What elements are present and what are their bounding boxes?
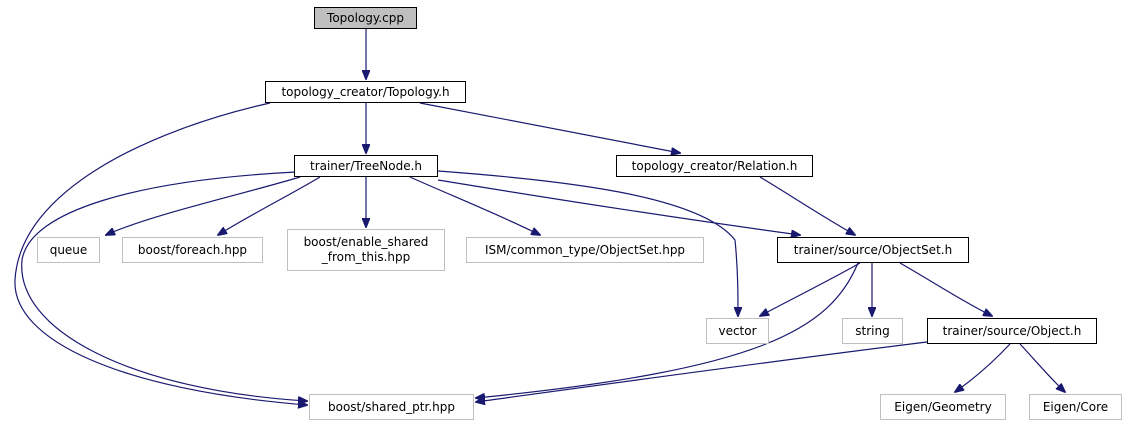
edge-object-h-to-eigen-core — [1019, 343, 1065, 392]
edge-objectset-h-to-object-h — [899, 262, 992, 316]
node-treenode-h[interactable]: trainer/TreeNode.h — [294, 155, 438, 177]
edge-objectset-h-to-vector — [760, 262, 861, 316]
node-object-h[interactable]: trainer/source/Object.h — [927, 318, 1097, 344]
edge-treenode-h-to-shared-ptr — [21, 171, 307, 401]
edge-treenode-h-to-vector — [437, 170, 738, 316]
node-eigen-geometry: Eigen/Geometry — [880, 394, 1006, 420]
edge-objectset-h-to-shared-ptr — [476, 262, 859, 398]
edge-treenode-h-to-foreach — [218, 176, 321, 235]
node-boost-shared-ptr: boost/shared_ptr.hpp — [309, 394, 474, 420]
node-eigen-core: Eigen/Core — [1029, 394, 1122, 420]
node-relation-h[interactable]: topology_creator/Relation.h — [616, 155, 813, 177]
node-string: string — [842, 318, 903, 344]
node-topology-h[interactable]: topology_creator/Topology.h — [265, 81, 466, 103]
edge-topology-h-to-relation-h — [419, 102, 680, 153]
edge-object-h-to-shared-ptr — [476, 341, 928, 402]
edge-treenode-h-to-queue — [106, 176, 301, 235]
node-topology-cpp: Topology.cpp — [314, 7, 417, 29]
edge-relation-h-to-objectset-h — [759, 176, 855, 235]
node-boost-enable-shared: boost/enable_shared _from_this.hpp — [287, 229, 445, 271]
node-vector: vector — [706, 318, 769, 344]
edge-treenode-h-to-objectset-h — [437, 179, 800, 235]
node-objectset-h[interactable]: trainer/source/ObjectSet.h — [777, 237, 969, 263]
node-queue: queue — [37, 237, 100, 263]
node-boost-foreach: boost/foreach.hpp — [122, 237, 263, 263]
edge-topology-h-to-shared-ptr — [14, 102, 307, 405]
node-ism-objectset: ISM/common_type/ObjectSet.hpp — [466, 237, 704, 263]
edge-object-h-to-eigen-geometry — [955, 343, 1011, 392]
edge-treenode-h-to-ism-objectset — [409, 176, 540, 235]
